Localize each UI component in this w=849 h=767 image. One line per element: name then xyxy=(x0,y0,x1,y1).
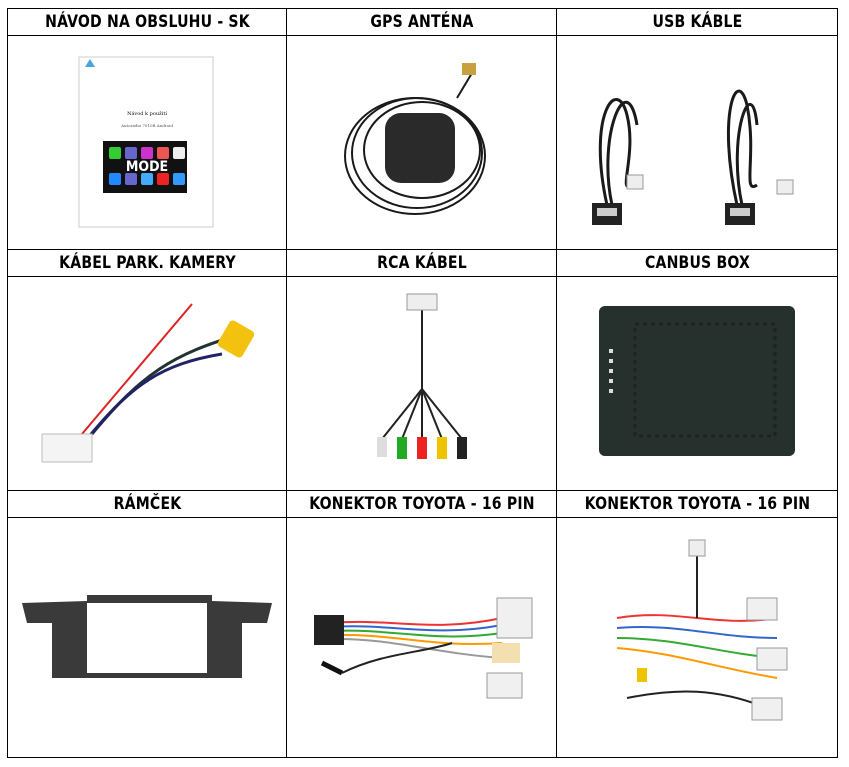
rca-cable-image xyxy=(286,276,557,491)
canbus-box-image xyxy=(556,276,838,491)
cell-title: USB KÁBLE xyxy=(567,8,827,36)
header-row: KÁBEL PARK. KAMERY RCA KÁBEL CANBUS BOX xyxy=(8,249,838,277)
usb-cables-image xyxy=(556,35,838,250)
toyota-harness-image xyxy=(286,517,557,758)
image-row xyxy=(7,517,838,758)
cell-title: RÁMČEK xyxy=(18,490,276,518)
image-row: Návod k použití Autorádio 7010B Android … xyxy=(7,35,838,250)
cell-title: GPS ANTÉNA xyxy=(296,8,547,36)
parking-camera-cable-image xyxy=(7,276,287,491)
cell-title: RCA KÁBEL xyxy=(296,249,547,277)
cell-title: NÁVOD NA OBSLUHU - SK xyxy=(18,8,276,36)
toyota-harness-image xyxy=(556,517,838,758)
manual-image: Návod k použití Autorádio 7010B Android … xyxy=(7,35,287,250)
dashboard-frame-image xyxy=(7,517,287,758)
image-row xyxy=(7,276,838,491)
svg-text:MODE: MODE xyxy=(126,159,168,175)
cell-title: KONEKTOR TOYOTA - 16 PIN xyxy=(296,490,547,518)
header-row: NÁVOD NA OBSLUHU - SK GPS ANTÉNA USB KÁB… xyxy=(8,8,838,36)
manual-subheading: Autorádio 7010B Android xyxy=(120,123,173,128)
gps-antenna-image xyxy=(286,35,557,250)
cell-title: CANBUS BOX xyxy=(567,249,827,277)
cell-title: KONEKTOR TOYOTA - 16 PIN xyxy=(567,490,827,518)
manual-heading: Návod k použití xyxy=(127,110,167,117)
accessories-table: NÁVOD NA OBSLUHU - SK GPS ANTÉNA USB KÁB… xyxy=(7,8,838,758)
cell-title: KÁBEL PARK. KAMERY xyxy=(18,249,276,277)
header-row: RÁMČEK KONEKTOR TOYOTA - 16 PIN KONEKTOR… xyxy=(8,490,838,518)
